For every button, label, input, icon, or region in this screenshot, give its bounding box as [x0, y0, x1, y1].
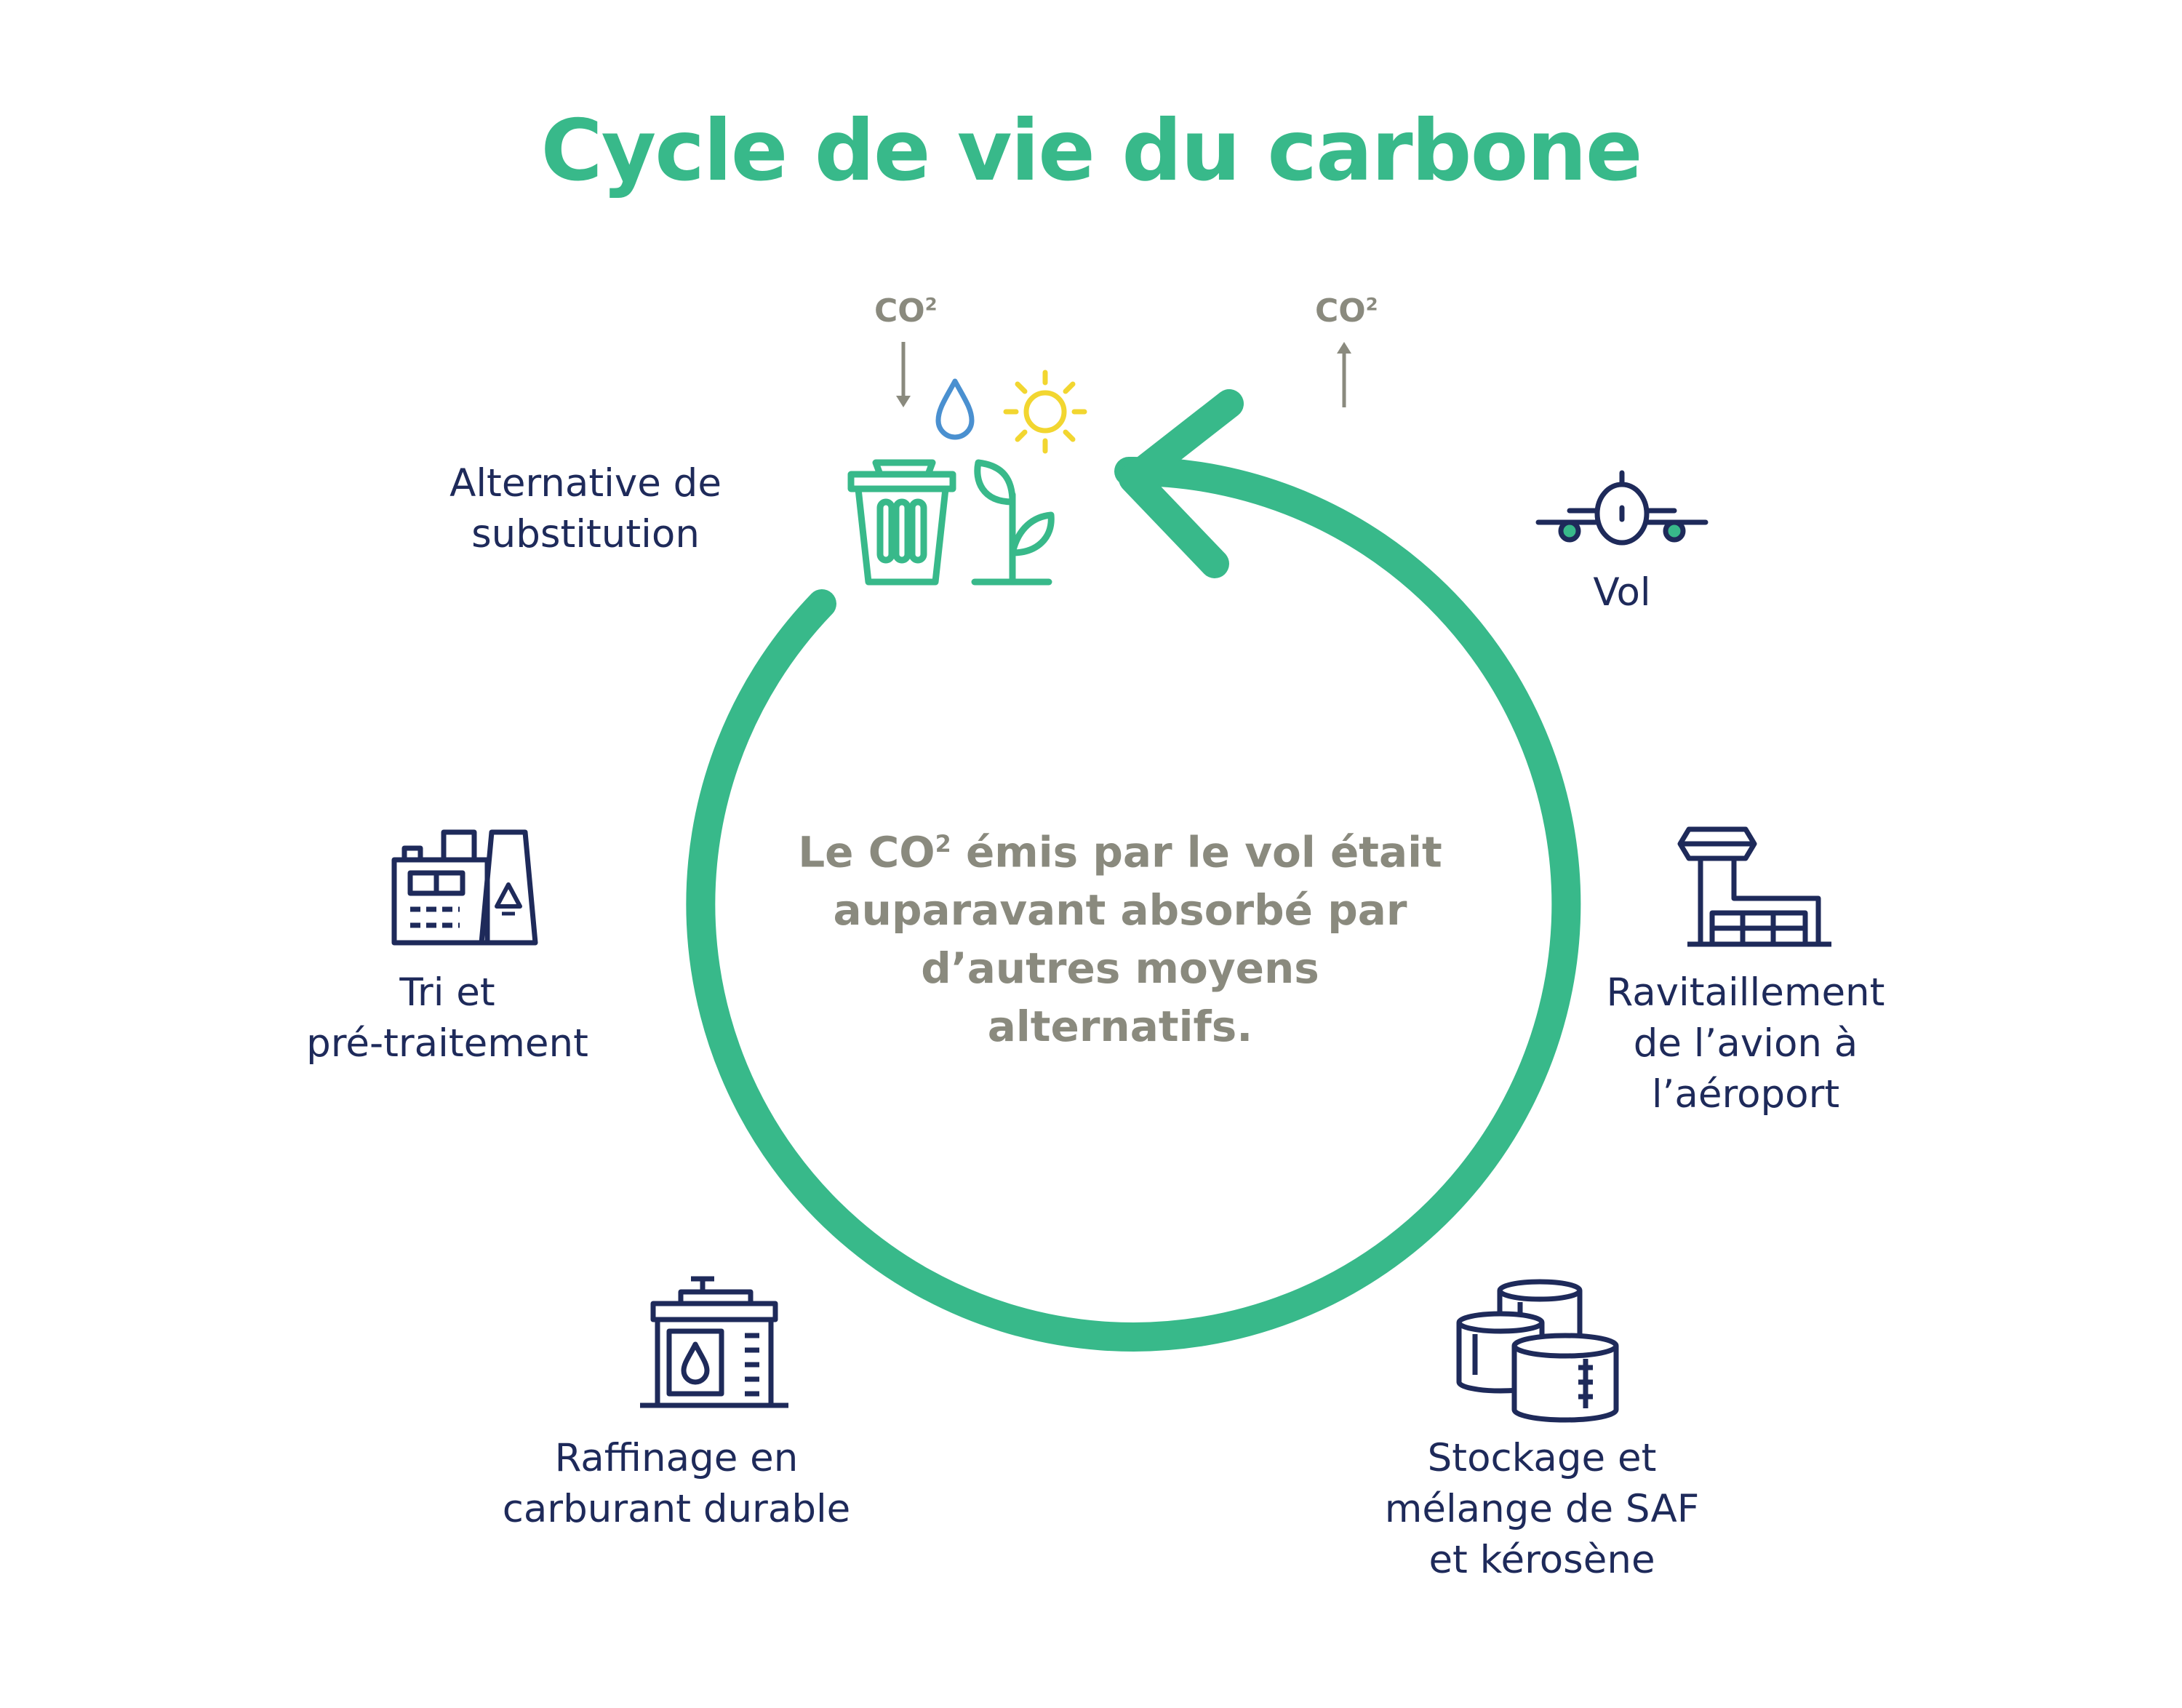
sun-icon [1003, 370, 1087, 454]
cycle-ring [686, 456, 1581, 1352]
recycling-factory-icon [391, 829, 538, 946]
stage-label-stockage: Stockage et mélange de SAF et kérosène [1384, 1436, 1700, 1582]
diagram-title: Cycle de vie du carbone [540, 102, 1642, 200]
control-tower-icon [1677, 826, 1831, 947]
refinery-icon [640, 1276, 788, 1408]
storage-tanks-icon [1456, 1279, 1619, 1423]
cycle-arrowhead [1119, 389, 1244, 578]
plant-icon [971, 459, 1055, 586]
co2-emitted-label: CO2 [1315, 292, 1378, 330]
center-statement: Le CO2 émis par le vol était auparavant … [798, 827, 1442, 1052]
stage-label-vol: Vol [1593, 570, 1651, 615]
co2-absorbed-label: CO2 [874, 292, 938, 330]
stage-label-ravitaillement: Ravitaillement de l’avion à l’aéroport [1606, 970, 1885, 1117]
co2-out-arrow [1337, 342, 1351, 407]
cycle-arrow [686, 389, 1581, 1352]
co2-in-arrow [896, 342, 911, 407]
stage-label-raffinage: Raffinage en carburant durable [502, 1436, 851, 1531]
stage-label-tri: Tri et pré-traitement [306, 970, 588, 1066]
airplane-icon [1535, 470, 1709, 546]
stage-label-alternative: Alternative de substitution [449, 461, 722, 556]
water-drop-icon [935, 378, 975, 440]
trash-bin-icon [847, 459, 956, 586]
